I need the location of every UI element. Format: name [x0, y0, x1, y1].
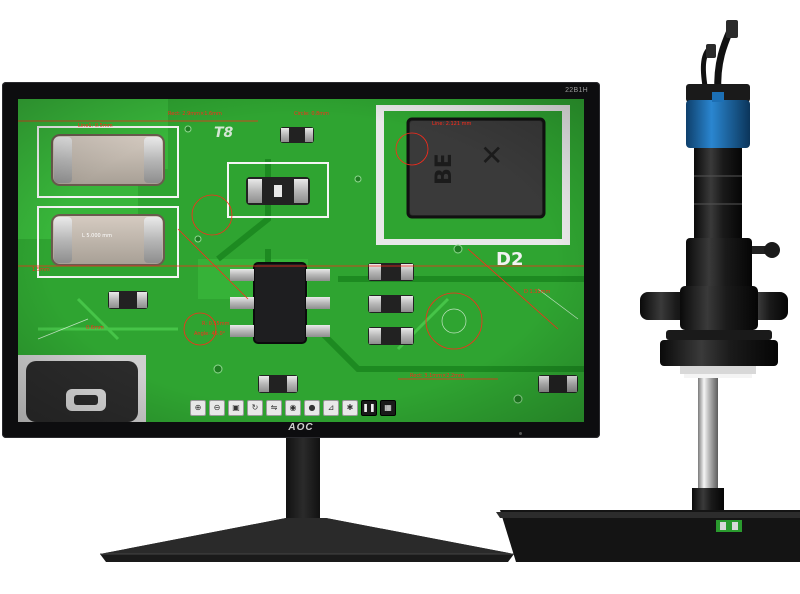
measurement-label: Line1: 0.5mm: [78, 123, 113, 129]
flip-icon[interactable]: ⇋: [266, 400, 282, 416]
monitor: 22B1H: [2, 82, 600, 438]
silkscreen-t8: T8: [214, 125, 234, 141]
microscope-with-camera: [496, 20, 800, 562]
measurement-label: L 5.000 mm: [82, 233, 113, 239]
measurement-label: Line: 2.121 mm: [432, 121, 472, 127]
monitor-stand-neck: [286, 438, 320, 524]
measurement-label: Circle: 0.8mm: [294, 111, 330, 117]
measurement-label: Rect: 2.9mm×1.6mm: [168, 111, 222, 117]
zoom-out-icon[interactable]: ⊖: [209, 400, 225, 416]
rotate-icon[interactable]: ↻: [247, 400, 263, 416]
settings-icon[interactable]: ✱: [342, 400, 358, 416]
silkscreen-d2: D2: [496, 249, 524, 270]
measurement-label: D 1.31mm: [524, 289, 551, 295]
power-led: [519, 432, 522, 435]
butterfly-logo-icon: ✕: [480, 139, 504, 172]
measurement-label: 1.5mm: [32, 267, 50, 273]
measurement-label: R: 0.55mm: [202, 321, 230, 327]
zoom-in-icon[interactable]: ⊕: [190, 400, 206, 416]
pause-icon[interactable]: ❚❚: [361, 400, 377, 416]
measurement-label: Angle: 45.0°: [194, 331, 226, 337]
measure-icon[interactable]: ⊿: [323, 400, 339, 416]
chip-marking: BE: [432, 153, 457, 185]
pcb-image: [18, 99, 584, 422]
snapshot-icon[interactable]: ◉: [285, 400, 301, 416]
measurement-label: 0.6mm: [86, 325, 104, 331]
viewer-toolbar: ⊕ ⊖ ▣ ↻ ⇋ ◉ ● ⊿ ✱ ❚❚ ▦: [190, 400, 396, 416]
microscope-live-view[interactable]: D2 BE ✕ T8 Line1: 0.5mm Rect: 2.9mm×1.6m…: [18, 99, 584, 422]
fit-icon[interactable]: ▣: [228, 400, 244, 416]
monitor-brand-logo: AOC: [288, 422, 314, 433]
measurement-label: Rect: 3.1mm×2.2mm: [410, 373, 464, 379]
grid-icon[interactable]: ▦: [380, 400, 396, 416]
monitor-stand-base: [100, 518, 514, 562]
record-icon[interactable]: ●: [304, 400, 320, 416]
monitor-model-label: 22B1H: [565, 87, 588, 94]
